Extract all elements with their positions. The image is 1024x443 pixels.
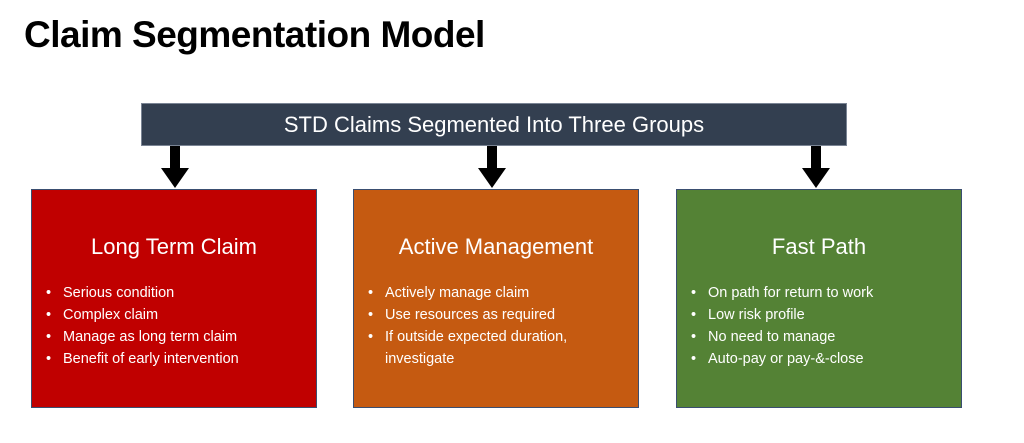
- down-arrow-icon-shape: [161, 146, 189, 188]
- segment-box-long-term-claim: Long Term Claim Serious condition Comple…: [31, 189, 317, 408]
- down-arrow-icon: [161, 146, 189, 188]
- down-arrow-icon: [478, 146, 506, 188]
- bullet-item: No need to manage: [686, 326, 953, 348]
- bullet-item: Use resources as required: [363, 304, 630, 326]
- bullet-item: Complex claim: [41, 304, 308, 326]
- down-arrow-icon-shape: [802, 146, 830, 188]
- segment-box-active-management: Active Management Actively manage claim …: [353, 189, 639, 408]
- segment-bullet-list: On path for return to work Low risk prof…: [686, 282, 953, 370]
- bullet-item: On path for return to work: [686, 282, 953, 304]
- segmentation-header-bar: STD Claims Segmented Into Three Groups: [141, 103, 847, 146]
- down-arrow-icon: [802, 146, 830, 188]
- segment-title: Active Management: [398, 234, 594, 259]
- bullet-item: Serious condition: [41, 282, 308, 304]
- bullet-item: Auto-pay or pay-&-close: [686, 348, 953, 370]
- down-arrow-icon-shape: [478, 146, 506, 188]
- segmentation-header-text: STD Claims Segmented Into Three Groups: [283, 111, 705, 137]
- segment-box-fast-path: Fast Path On path for return to work Low…: [676, 189, 962, 408]
- segment-bullet-list: Serious condition Complex claim Manage a…: [41, 282, 308, 370]
- bullet-item: Benefit of early intervention: [41, 348, 308, 370]
- segment-title: Long Term Claim: [91, 234, 257, 259]
- page-title: Claim Segmentation Model: [24, 14, 485, 55]
- segment-bullet-list: Actively manage claim Use resources as r…: [363, 282, 630, 370]
- segment-title: Fast Path: [771, 234, 867, 259]
- bullet-item: Actively manage claim: [363, 282, 630, 304]
- bullet-item: If outside expected duration, investigat…: [363, 326, 630, 370]
- bullet-item: Low risk profile: [686, 304, 953, 326]
- bullet-item: Manage as long term claim: [41, 326, 308, 348]
